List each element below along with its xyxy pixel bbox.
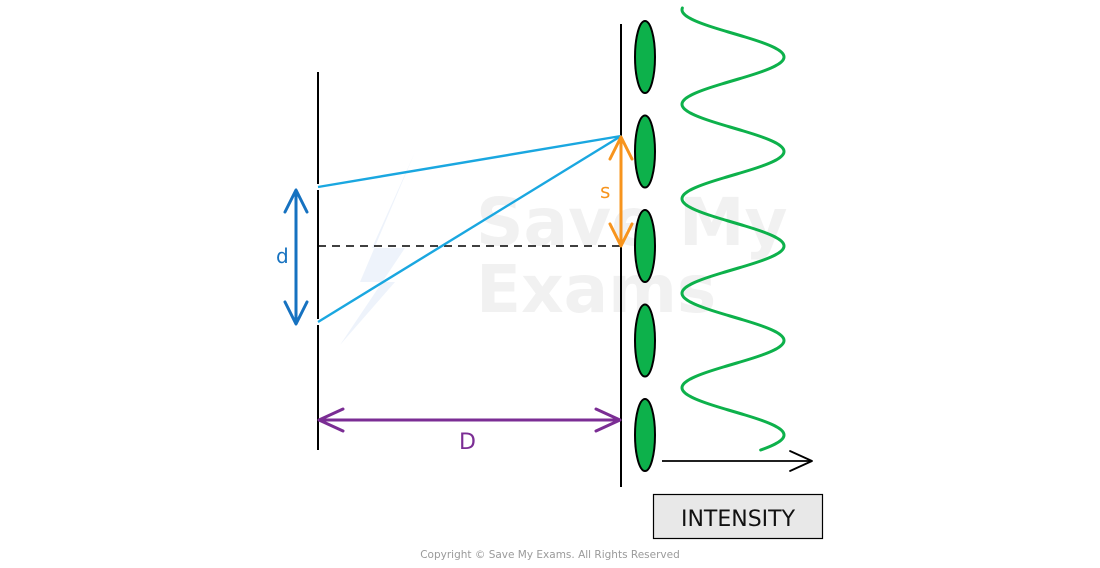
slit-separation-label: d bbox=[276, 244, 289, 268]
fringe-spacing-arrowhead-top bbox=[608, 135, 634, 161]
light-ray-lower bbox=[317, 134, 622, 324]
intensity-label-box: INTENSITY bbox=[652, 493, 824, 540]
bright-fringe-1 bbox=[634, 20, 656, 94]
copyright-footer: Copyright © Save My Exams. All Rights Re… bbox=[420, 549, 680, 561]
fringe-spacing-arrowhead-bottom bbox=[608, 222, 634, 248]
distance-label: D bbox=[459, 430, 476, 455]
distance-arrowhead-left bbox=[317, 407, 345, 433]
light-ray-upper bbox=[317, 134, 622, 189]
bright-fringe-4 bbox=[634, 303, 656, 378]
intensity-box bbox=[652, 493, 824, 540]
fringe-spacing-label: s bbox=[600, 179, 610, 203]
distance-arrowhead-right bbox=[594, 407, 622, 433]
bright-fringe-5 bbox=[634, 398, 656, 472]
intensity-axis-arrowhead bbox=[789, 450, 813, 472]
bright-fringe-3 bbox=[634, 209, 656, 283]
slit-separation-arrowhead-bottom bbox=[283, 300, 309, 326]
watermark-line2: Exams bbox=[476, 251, 716, 328]
slit-separation-arrowhead-top bbox=[283, 188, 309, 214]
watermark: Save My Exams bbox=[340, 152, 788, 345]
intensity-curve bbox=[680, 6, 786, 452]
intensity-label: INTENSITY bbox=[681, 507, 796, 532]
watermark-logo-icon bbox=[340, 152, 415, 345]
bright-fringe-2 bbox=[634, 114, 656, 189]
